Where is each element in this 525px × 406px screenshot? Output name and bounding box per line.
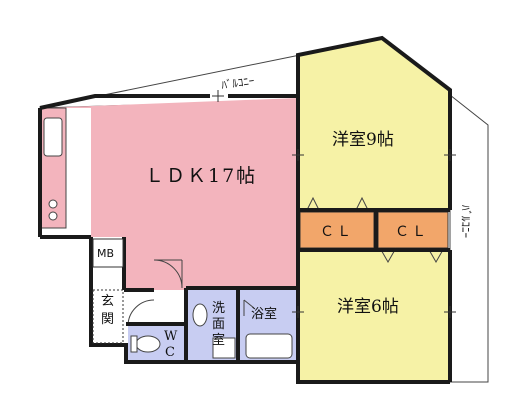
western-room-2 xyxy=(298,250,450,382)
washing-machine-icon xyxy=(212,337,236,359)
meterbox-label: MB xyxy=(97,247,114,260)
meterbox xyxy=(92,238,124,268)
entrance-floor xyxy=(92,289,124,344)
closet-door-mark xyxy=(354,196,370,213)
closet-door-mark xyxy=(427,247,445,264)
toilet-label-top: W xyxy=(164,329,178,344)
bathroom-label: 浴室 xyxy=(251,306,277,322)
sink-icon xyxy=(43,117,63,157)
toilet-bowl-icon xyxy=(135,335,161,353)
western-room-1-label: 洋室9帖 xyxy=(332,130,394,150)
stove-burner-icon xyxy=(48,199,58,209)
balcony-right-area xyxy=(449,93,489,383)
ldk-label: ＬＤＫ17帖 xyxy=(145,165,257,187)
toilet-label-bot: C xyxy=(165,345,175,360)
closet-1-label: ＣＬ xyxy=(320,224,354,240)
western-room-1 xyxy=(298,38,450,210)
western-room-2-label: 洋室6帖 xyxy=(337,297,399,317)
balcony-top-label: ﾊﾞﾙｺﾆｰ xyxy=(221,75,255,92)
washroom-label-bot: 室 xyxy=(212,332,225,348)
closet-2 xyxy=(377,211,449,249)
entrance-label-bot: 関 xyxy=(101,312,114,327)
wall-tick-marks xyxy=(212,90,456,318)
bathtub-icon xyxy=(245,333,293,359)
balcony-right-label: ﾊﾞﾙｺﾆｰ xyxy=(459,205,472,238)
closet-door-mark xyxy=(379,247,397,264)
hall-door-swing xyxy=(127,299,155,327)
entrance-label-top: 玄 xyxy=(101,294,114,309)
stove-burner-icon xyxy=(48,211,58,221)
washroom-label-top: 洗 xyxy=(212,301,225,316)
closet-2-label: ＣＬ xyxy=(395,224,429,240)
washroom-label-mid: 面 xyxy=(212,317,225,332)
bath-door-mark xyxy=(243,299,255,309)
walls xyxy=(38,35,452,384)
ldk-room xyxy=(40,98,298,290)
toilet-tank-icon xyxy=(130,335,138,353)
closet-door-mark xyxy=(305,196,321,213)
washbasin-icon xyxy=(192,303,208,327)
